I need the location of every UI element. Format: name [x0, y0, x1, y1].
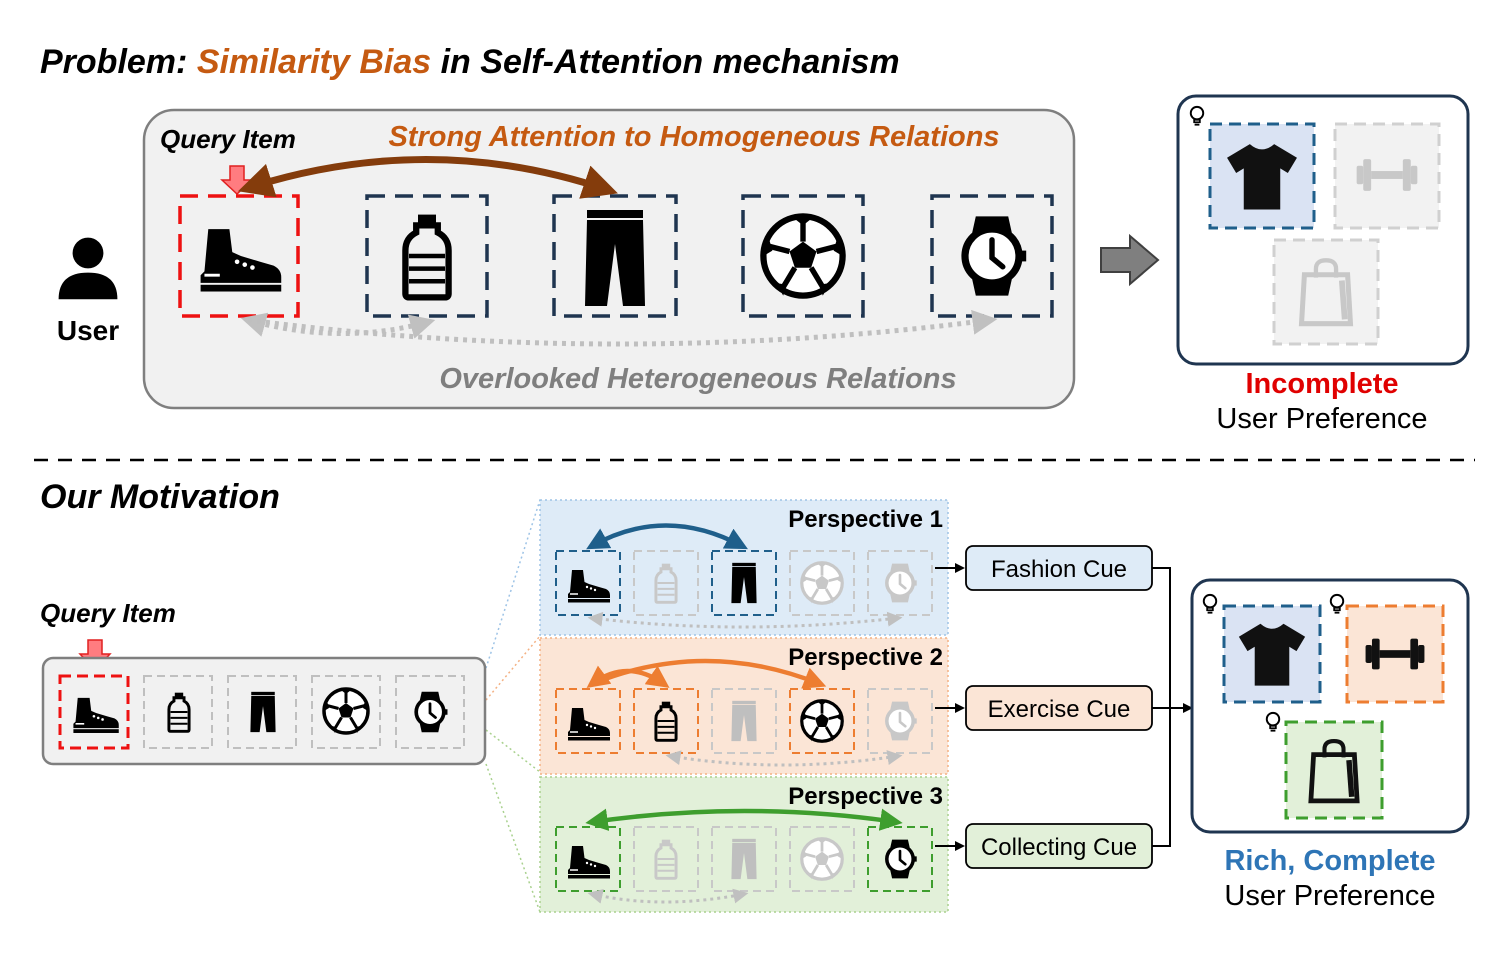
item-frame [143, 675, 213, 749]
problem-query-label: Query Item [160, 124, 296, 154]
preference-item-frame [1284, 720, 1384, 820]
item-frame [930, 194, 1054, 318]
cue-connectors [935, 563, 965, 851]
perspective-2-panel: Perspective 2 [539, 637, 949, 775]
perspective-1-label: Perspective 1 [788, 506, 943, 533]
user-label: User [57, 315, 119, 346]
soccer-ball-icon [322, 687, 370, 735]
perspective-guides [485, 499, 541, 913]
collecting-attention-arrow [585, 808, 903, 831]
user-icon [58, 237, 118, 300]
query-item-frame [58, 674, 130, 750]
strong-attention-arrow [237, 156, 618, 199]
rich-preference-label: User Preference [1224, 880, 1435, 912]
result-arrow [1100, 233, 1160, 287]
overlooked-label: Overlooked Heterogeneous Relations [439, 363, 956, 395]
soccer-ball-icon [800, 561, 844, 605]
collecting-cue-label: Collecting Cue [981, 834, 1137, 861]
overlooked-relation-arrows [240, 309, 998, 347]
item-frame [741, 194, 865, 318]
rich-complete-label: Rich, Complete [1224, 845, 1435, 877]
fashion-cue-label: Fashion Cue [991, 556, 1127, 583]
motivation-query-label: Query Item [40, 598, 176, 628]
soccer-ball-icon [800, 837, 844, 881]
missing-item-frame [1272, 238, 1380, 346]
incomplete-label: Incomplete [1245, 368, 1398, 400]
soccer-ball-icon [800, 699, 844, 743]
strong-attention-label: Strong Attention to Homogeneous Relation… [388, 121, 999, 153]
soccer-ball-icon [763, 216, 842, 295]
item-frame [227, 675, 297, 749]
problem-title: Problem: Similarity Bias in Self-Attenti… [40, 43, 900, 81]
fashion-attention-arrow [586, 523, 748, 550]
perspective-1-panel: Perspective 1 [539, 499, 949, 636]
perspective-2-label: Perspective 2 [788, 644, 943, 671]
exercise-attention-arrow [591, 658, 827, 689]
cue-merge-bracket [1152, 567, 1193, 847]
perspective-3-label: Perspective 3 [788, 783, 943, 810]
exercise-cue-label: Exercise Cue [988, 696, 1131, 723]
perspective-3-panel: Perspective 3 [539, 776, 949, 913]
item-frame [395, 675, 465, 749]
item-frame [311, 675, 381, 749]
motivation-title: Our Motivation [40, 478, 280, 516]
incomplete-preference-label: User Preference [1216, 403, 1427, 435]
